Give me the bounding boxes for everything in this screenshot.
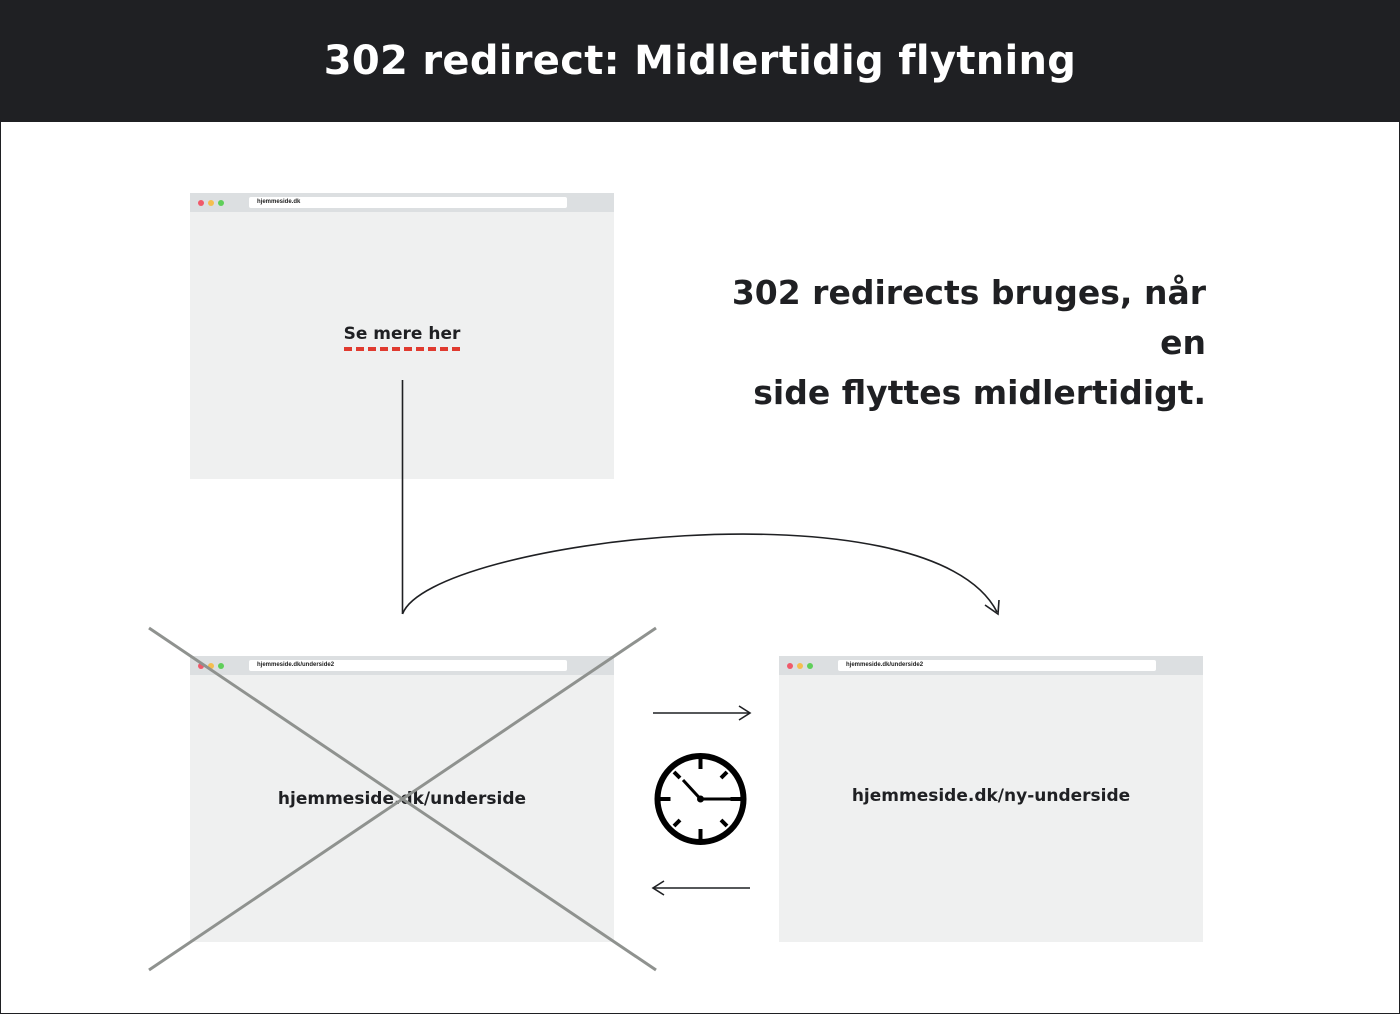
minimize-dot-icon <box>208 200 214 206</box>
maximize-dot-icon <box>807 663 813 669</box>
new-page-url-text: hjemmeside.dk/ny-underside <box>851 786 1131 806</box>
address-bar: hjemmeside.dk/underside2 <box>249 660 567 671</box>
minimize-dot-icon <box>797 663 803 669</box>
close-dot-icon <box>198 663 204 669</box>
browser-toolbar: hjemmeside.dk/underside2 <box>190 656 614 675</box>
header-bar: 302 redirect: Midlertidig flytning <box>0 0 1400 122</box>
browser-toolbar: hjemmeside.dk/underside2 <box>779 656 1203 675</box>
close-dot-icon <box>787 663 793 669</box>
browser-toolbar: hjemmeside.dk <box>190 193 614 212</box>
cross-out-icon <box>148 626 657 972</box>
clock-icon <box>654 753 747 845</box>
description-line-2: side flyttes midlertidigt. <box>753 373 1206 412</box>
description-line-1: 302 redirects bruges, når en <box>731 273 1206 362</box>
see-more-link: Se mere her <box>343 324 461 351</box>
page-title: 302 redirect: Midlertidig flytning <box>323 38 1077 84</box>
close-dot-icon <box>198 200 204 206</box>
browser-window-new-page: hjemmeside.dk/underside2 hjemmeside.dk/n… <box>779 656 1203 942</box>
maximize-dot-icon <box>218 200 224 206</box>
maximize-dot-icon <box>218 663 224 669</box>
arrow-left-icon <box>651 880 750 896</box>
description-text: 302 redirects bruges, når en side flytte… <box>700 268 1206 418</box>
address-bar: hjemmeside.dk/underside2 <box>838 660 1156 671</box>
page-content: Se mere her <box>190 324 614 351</box>
arrow-right-icon <box>653 705 752 721</box>
minimize-dot-icon <box>208 663 214 669</box>
address-bar: hjemmeside.dk <box>249 197 567 208</box>
curved-arrow-icon <box>401 533 1000 616</box>
